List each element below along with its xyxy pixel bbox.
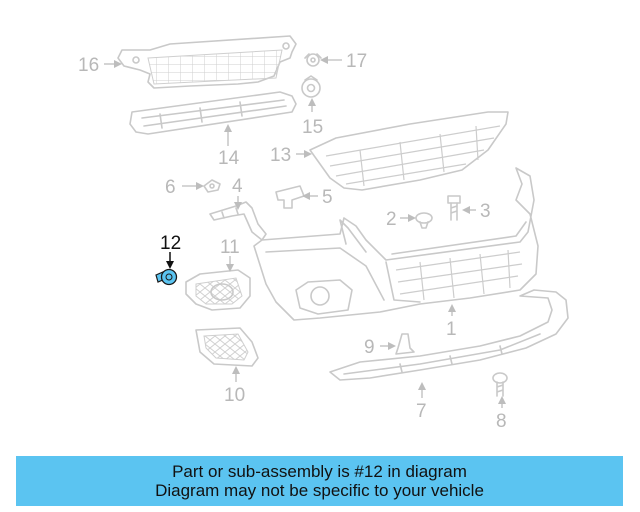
callout-16: 16 [78, 55, 99, 76]
part-10-lower-grille [195, 327, 259, 367]
part-1-bumper-cover [253, 167, 539, 321]
callout-12[interactable]: 12 [160, 233, 181, 254]
callout-10: 10 [224, 385, 245, 406]
info-banner: Part or sub-assembly is #12 in diagram D… [16, 456, 623, 506]
part-5-bracket [275, 185, 305, 209]
part-7-lower-spoiler [329, 289, 569, 381]
callout-11: 11 [220, 237, 240, 258]
part-3-bolt [447, 195, 461, 221]
parts-diagram: 16 17 15 14 13 6 4 5 2 3 12 11 1 9 10 7 … [78, 35, 569, 432]
part-13-center-grille [309, 111, 509, 191]
callout-13: 13 [270, 145, 291, 166]
callout-14: 14 [218, 148, 240, 169]
callout-15: 15 [302, 117, 323, 138]
part-8-bolt [492, 372, 508, 397]
part-2-clip [415, 212, 433, 229]
callout-2: 2 [386, 209, 397, 230]
banner-line-disclaimer: Diagram may not be specific to your vehi… [155, 481, 484, 500]
leader-lines [104, 56, 506, 408]
part-16-bracket [117, 35, 297, 89]
banner-line-part-number: Part or sub-assembly is #12 in diagram [172, 462, 467, 481]
callout-4: 4 [232, 176, 243, 197]
part-6-clip [203, 179, 221, 193]
part-11-fog-grille [185, 269, 251, 311]
part-12-screw-highlighted[interactable] [155, 268, 178, 286]
part-4-side-bracket [209, 201, 267, 241]
callout-3: 3 [480, 201, 491, 222]
callout-7: 7 [416, 401, 427, 422]
callout-1: 1 [446, 319, 457, 340]
part-9-clip [395, 333, 415, 355]
callout-6: 6 [165, 177, 176, 198]
callout-17: 17 [346, 51, 367, 72]
part-17-clip [304, 53, 322, 67]
part-14-impact-bar [129, 91, 297, 135]
callout-9: 9 [364, 337, 375, 358]
callout-labels: 16 17 15 14 13 6 4 5 2 3 12 11 1 9 10 7 … [78, 51, 507, 432]
callout-5: 5 [322, 187, 333, 208]
part-15-clip [301, 75, 321, 98]
callout-8: 8 [496, 411, 507, 432]
